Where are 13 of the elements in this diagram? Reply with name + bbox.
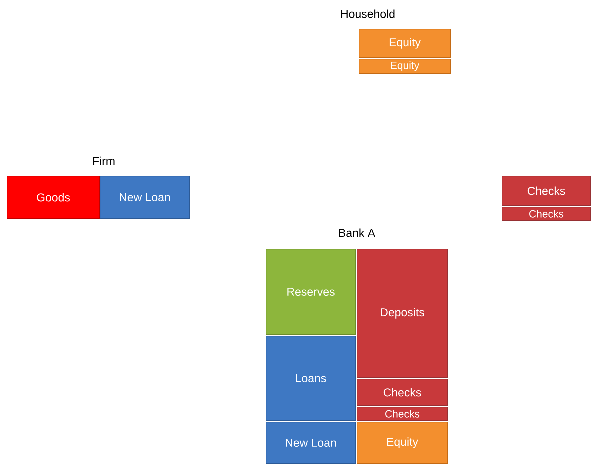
block: Checks (502, 207, 591, 221)
block: Goods (7, 176, 100, 219)
group-heading: Bank A (339, 228, 376, 238)
block: Equity (359, 59, 451, 74)
group-heading: Household (341, 10, 395, 18)
block: New Loan (266, 422, 356, 464)
block: Checks (357, 407, 448, 421)
block: Equity (357, 422, 448, 464)
block: Reserves (266, 249, 356, 335)
group-heading: Firm (93, 156, 115, 166)
block: Equity (359, 29, 451, 58)
block: Checks (357, 379, 448, 406)
block: New Loan (100, 176, 190, 219)
